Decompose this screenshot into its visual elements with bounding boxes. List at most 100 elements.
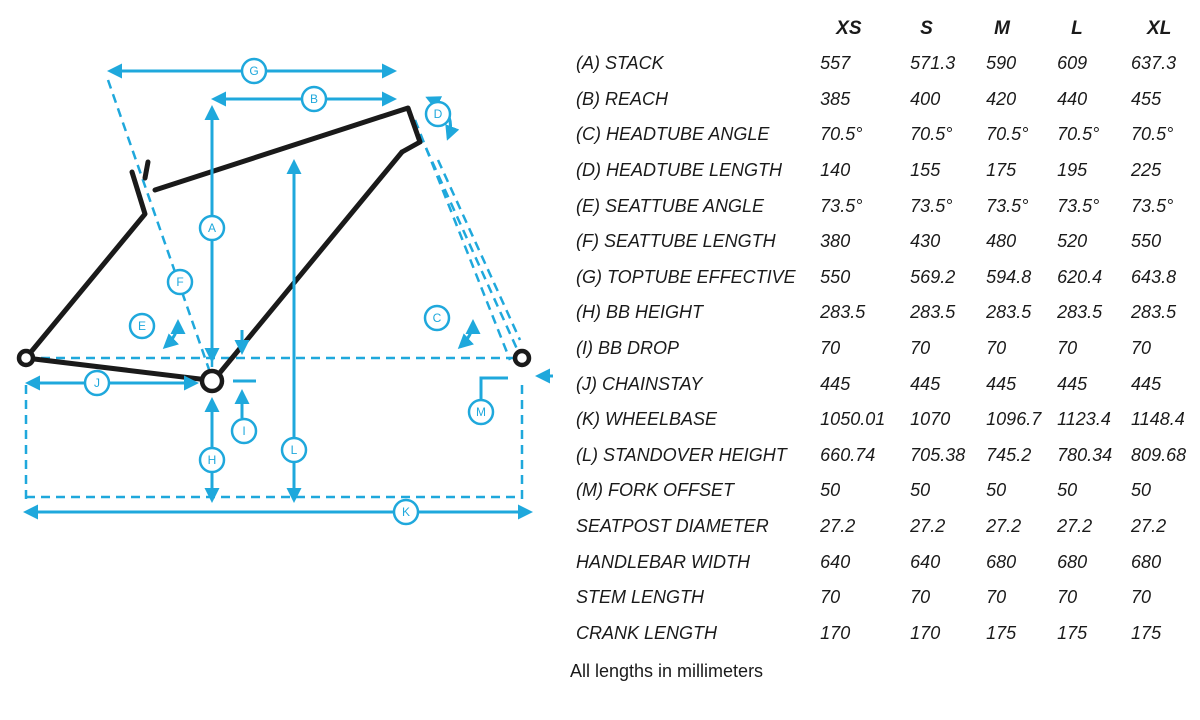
cell-xl: 27.2 [1131, 516, 1167, 537]
cell-m: 680 [986, 551, 1017, 572]
cell-xs: 660.74 [820, 444, 876, 465]
toptube-and-headtube [152, 105, 423, 193]
cell-m: 70.5° [986, 124, 1029, 145]
row-label: (J) CHAINSTAY [576, 373, 703, 394]
row-label: (H) BB HEIGHT [576, 302, 704, 323]
cell-s: 50 [910, 480, 931, 501]
rear-axle [16, 348, 36, 368]
cell-s: 70 [910, 338, 931, 359]
badge-g: G [240, 57, 268, 85]
row-label: (A) STACK [576, 53, 664, 74]
cell-xl: 70 [1131, 587, 1152, 608]
cell-xl: 50 [1131, 480, 1152, 501]
badge-i: I [230, 417, 258, 445]
cell-l: 620.4 [1057, 266, 1103, 287]
cell-xl: 175 [1131, 622, 1162, 643]
cell-xl: 225 [1131, 160, 1162, 181]
svg-text:I: I [242, 424, 245, 438]
badge-l: L [280, 436, 308, 464]
badge-m: M [467, 398, 495, 426]
size-header-m: M [994, 18, 1010, 39]
cell-xs: 27.2 [820, 516, 856, 537]
cell-xl: 1148.4 [1131, 409, 1185, 430]
cell-xl: 643.8 [1131, 266, 1177, 287]
headtube-axis-2 [424, 147, 524, 361]
badge-d: D [424, 100, 452, 128]
chainstay [23, 355, 211, 383]
svg-text:L: L [291, 443, 298, 457]
seatangle-arc [162, 319, 186, 350]
cell-xl: 283.5 [1131, 302, 1177, 323]
cell-xl: 73.5° [1131, 195, 1174, 216]
cell-s: 430 [910, 231, 941, 252]
cell-xl: 445 [1131, 373, 1162, 394]
cell-l: 50 [1057, 480, 1078, 501]
cell-xl: 680 [1131, 551, 1162, 572]
svg-text:C: C [433, 311, 442, 325]
cell-l: 73.5° [1057, 195, 1100, 216]
cell-s: 70.5° [910, 124, 953, 145]
cell-m: 70 [986, 587, 1007, 608]
badge-a: A [198, 214, 226, 242]
cell-xs: 140 [820, 160, 851, 181]
front-axle [512, 348, 532, 368]
cell-m: 73.5° [986, 195, 1029, 216]
cell-m: 70 [986, 338, 1007, 359]
svg-text:H: H [208, 453, 217, 467]
badge-j: J [83, 369, 111, 397]
svg-text:K: K [402, 505, 410, 519]
table-header-row: XS S M L XL [568, 12, 1200, 46]
cell-m: 283.5 [986, 302, 1032, 323]
cell-l: 780.34 [1057, 444, 1113, 465]
cell-xs: 283.5 [820, 302, 866, 323]
bbdrop-marker [233, 330, 256, 418]
cell-xl: 550 [1131, 231, 1162, 252]
cell-s: 571.3 [910, 53, 956, 74]
cell-m: 1096.7 [986, 409, 1042, 430]
cell-m: 420 [986, 88, 1017, 109]
cell-s: 27.2 [910, 516, 946, 537]
dimension-badges: G B D A F E C J M I H L K [83, 57, 495, 526]
cell-xs: 380 [820, 231, 851, 252]
cell-s: 400 [910, 88, 941, 109]
badge-h: H [198, 446, 226, 474]
svg-text:E: E [138, 319, 146, 333]
cell-s: 70 [910, 587, 931, 608]
cell-xs: 550 [820, 266, 851, 287]
dimension-arrows [23, 63, 533, 520]
row-label: SEATPOST DIAMETER [576, 516, 769, 537]
cell-s: 170 [910, 622, 941, 643]
reference-lines [24, 79, 524, 505]
cell-l: 70.5° [1057, 124, 1100, 145]
cell-l: 1123.4 [1057, 409, 1111, 430]
cell-m: 27.2 [986, 516, 1022, 537]
cell-xl: 809.68 [1131, 444, 1187, 465]
cell-s: 445 [910, 373, 941, 394]
size-header-l: L [1071, 18, 1083, 39]
bike-frame [23, 105, 423, 383]
row-label: (E) SEATTUBE ANGLE [576, 195, 765, 216]
toptube-guide [106, 79, 214, 379]
cell-m: 445 [986, 373, 1017, 394]
seatpost-stub [142, 159, 151, 181]
cell-s: 569.2 [910, 266, 956, 287]
cell-l: 283.5 [1057, 302, 1103, 323]
row-label: CRANK LENGTH [576, 622, 718, 643]
cell-xl: 70.5° [1131, 124, 1174, 145]
wheel-axles [16, 348, 532, 394]
cell-xs: 1050.01 [820, 409, 886, 430]
row-label: (C) HEADTUBE ANGLE [576, 124, 770, 145]
cell-xs: 445 [820, 373, 851, 394]
svg-text:G: G [249, 64, 258, 78]
header-blank [568, 12, 808, 46]
